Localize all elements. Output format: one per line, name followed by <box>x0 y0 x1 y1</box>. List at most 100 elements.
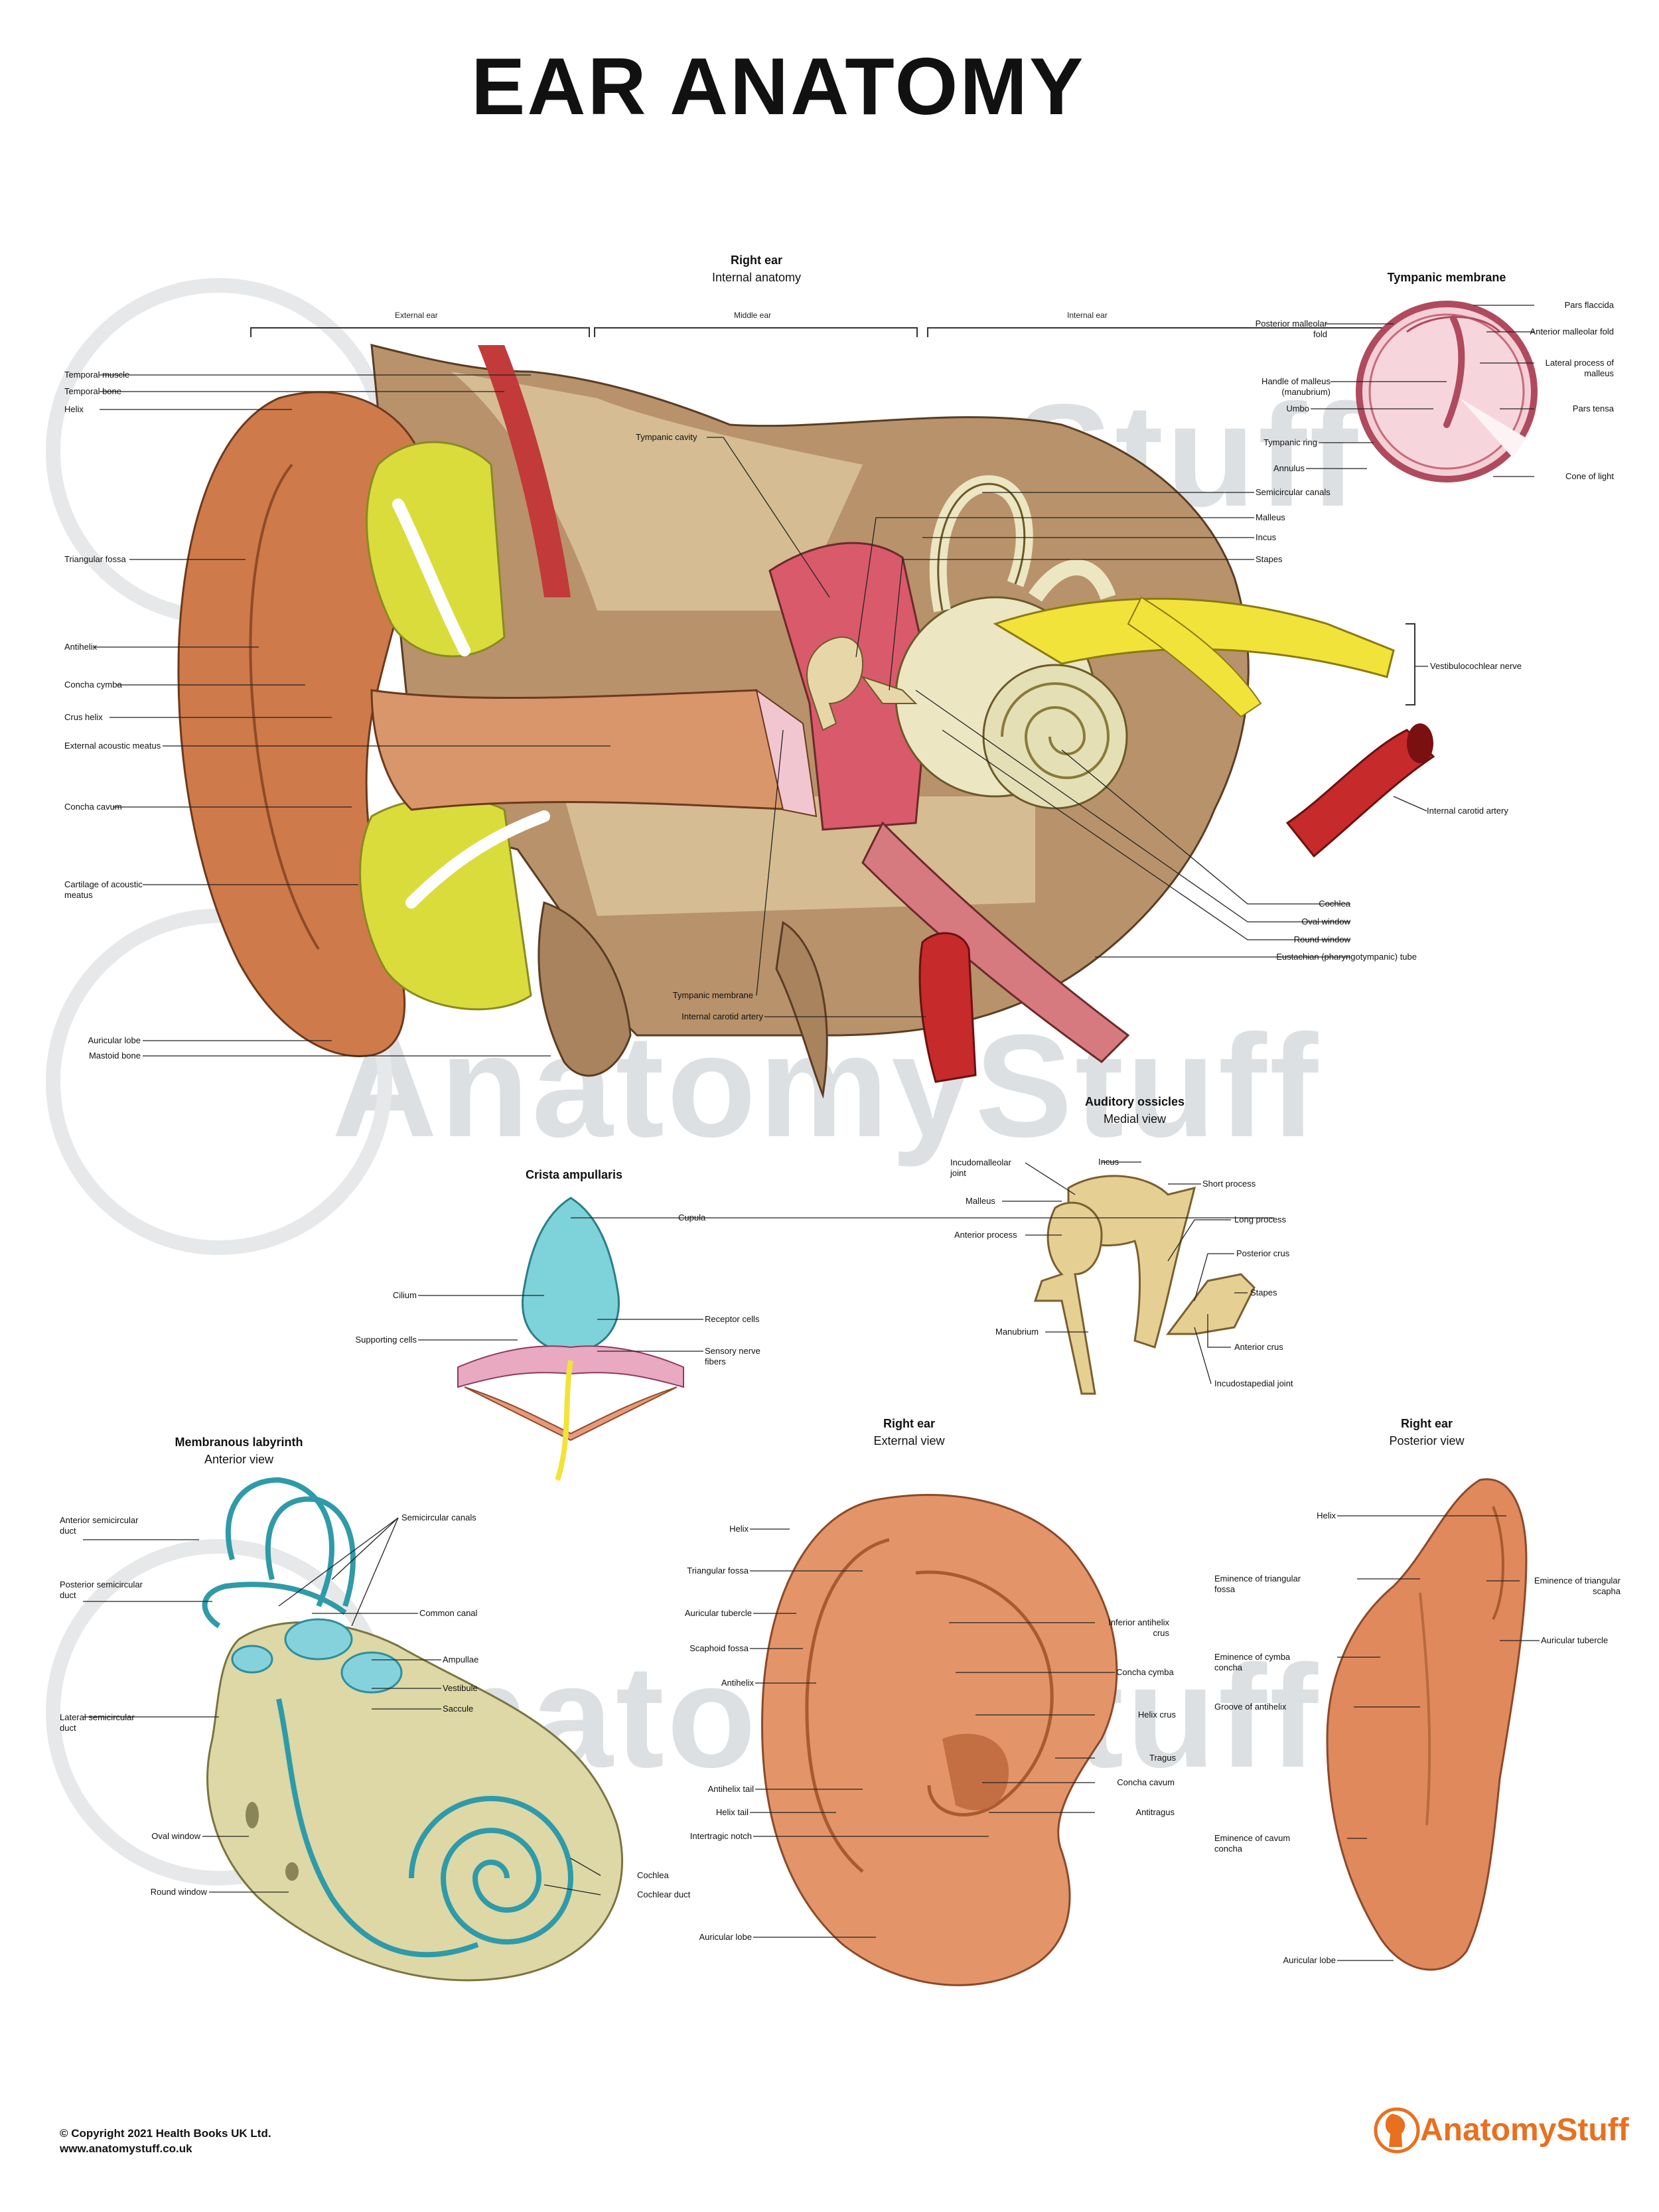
label-ext-triangular-fossa: Triangular fossa <box>687 1566 749 1576</box>
posterior-view-subtitle: Posterior view <box>1389 1434 1465 1447</box>
label-cochlea-labyrinth: Cochlea <box>637 1870 669 1880</box>
label-cochlear-duct: Cochlear duct <box>637 1889 691 1899</box>
footer-url[interactable]: www.anatomystuff.co.uk <box>60 2142 192 2155</box>
label-oval-window: Oval window <box>1301 917 1350 926</box>
label-semicircular-canals-labyrinth: Semicircular canals <box>401 1512 476 1522</box>
label-auricular-lobe: Auricular lobe <box>88 1035 141 1045</box>
label-posterior-semicircular-duct: Posterior semicircular duct <box>60 1580 143 1600</box>
label-temporal-bone: Temporal bone <box>64 386 121 396</box>
label-helix: Helix <box>64 404 84 414</box>
label-post-auricular-tubercle: Auricular tubercle <box>1541 1635 1609 1645</box>
label-ext-intertragic-notch: Intertragic notch <box>689 1831 752 1841</box>
label-ext-tragus: Tragus <box>1149 1753 1176 1763</box>
label-short-process: Short process <box>1202 1179 1256 1189</box>
label-ext-concha-cymba: Concha cymba <box>1116 1667 1174 1677</box>
label-incudostapedial-joint: Incudostapedial joint <box>1214 1378 1293 1388</box>
label-stapes: Stapes <box>1256 554 1283 564</box>
section-external-ear: External ear <box>395 311 438 320</box>
label-concha-cymba: Concha cymba <box>64 680 122 690</box>
label-oval-window-labyrinth: Oval window <box>151 1831 200 1841</box>
label-annulus: Annulus <box>1273 463 1305 473</box>
label-posterior-malleolar-fold: Posterior malleolar fold <box>1255 319 1327 339</box>
page-title: EAR ANATOMY <box>471 41 1086 131</box>
internal-anatomy-art <box>177 344 1435 1099</box>
label-ext-concha-cavum: Concha cavum <box>1117 1777 1175 1787</box>
internal-subtitle: Internal anatomy <box>711 271 802 284</box>
label-internal-carotid-artery: Internal carotid artery <box>1427 806 1508 816</box>
label-ampullae: Ampullae <box>443 1655 479 1664</box>
label-triangular-fossa: Triangular fossa <box>64 554 126 564</box>
label-incudomalleolar-joint: Incudomalleolar joint <box>950 1157 1011 1178</box>
posterior-view-title: Right ear <box>1400 1417 1453 1430</box>
label-round-window: Round window <box>1293 934 1350 944</box>
label-incus-ossicle: Incus <box>1098 1157 1119 1167</box>
external-view-subtitle: External view <box>873 1434 945 1447</box>
external-view-ear-art <box>761 1494 1118 1986</box>
footer-logo: AnatomyStuff <box>1420 2112 1629 2148</box>
label-malleus: Malleus <box>1256 512 1285 522</box>
label-incus: Incus <box>1256 532 1277 542</box>
label-tympanic-ring: Tympanic ring <box>1263 437 1317 447</box>
internal-title: Right ear <box>730 254 782 267</box>
label-post-helix: Helix <box>1317 1511 1336 1520</box>
crista-ampullaris-art <box>457 1197 684 1481</box>
label-mastoid-bone: Mastoid bone <box>88 1051 141 1061</box>
label-concha-cavum: Concha cavum <box>64 802 122 812</box>
posterior-view-ear-art <box>1326 1478 1528 1971</box>
label-anterior-process: Anterior process <box>954 1230 1017 1240</box>
label-ext-auricular-tubercle: Auricular tubercle <box>684 1608 752 1618</box>
label-ext-antihelix-tail: Antihelix tail <box>707 1784 754 1794</box>
label-posterior-crus: Posterior crus <box>1236 1248 1290 1258</box>
label-cone-of-light: Cone of light <box>1565 471 1614 481</box>
label-round-window-labyrinth: Round window <box>150 1887 207 1897</box>
section-middle-ear: Middle ear <box>734 311 772 320</box>
label-internal-carotid-artery-lower: Internal carotid artery <box>682 1011 763 1021</box>
crista-title: Crista ampullaris <box>525 1168 623 1181</box>
label-anterior-semicircular-duct: Anterior semicircular duct <box>60 1515 139 1536</box>
label-temporal-muscle: Temporal muscle <box>64 370 130 380</box>
label-post-eminence-triangular-fossa: Eminence of triangular fossa <box>1214 1574 1301 1594</box>
label-umbo: Umbo <box>1286 404 1309 413</box>
label-pars-flaccida: Pars flaccida <box>1564 300 1614 310</box>
label-long-process: Long process <box>1234 1215 1287 1224</box>
label-lateral-semicircular-duct: Lateral semicircular duct <box>60 1712 135 1733</box>
label-vestibule: Vestibule <box>443 1683 478 1693</box>
membranous-labyrinth-art <box>202 1477 623 1982</box>
ossicles-subtitle: Medial view <box>1103 1112 1167 1126</box>
label-stapes-ossicle: Stapes <box>1250 1288 1277 1297</box>
label-tympanic-cavity: Tympanic cavity <box>636 432 697 442</box>
section-internal-ear: Internal ear <box>1067 311 1108 320</box>
label-saccule: Saccule <box>443 1704 474 1714</box>
label-anterior-malleolar-fold: Anterior malleolar fold <box>1530 327 1614 336</box>
label-post-eminence-cymba-concha: Eminence of cymba concha <box>1214 1652 1291 1672</box>
label-ext-auricular-lobe: Auricular lobe <box>699 1932 753 1942</box>
label-eustachian-tube: Eustachian (pharyngotympanic) tube <box>1276 952 1417 962</box>
external-view-title: Right ear <box>883 1417 935 1430</box>
labyrinth-title: Membranous labyrinth <box>175 1436 303 1449</box>
label-external-acoustic-meatus: External acoustic meatus <box>64 741 161 751</box>
label-ext-inferior-antihelix-crus: Inferior antihelix crus <box>1108 1617 1169 1638</box>
label-post-eminence-triangular-scapha: Eminence of triangular scapha <box>1534 1576 1621 1596</box>
label-common-canal: Common canal <box>419 1608 478 1618</box>
label-manubrium: Manubrium <box>995 1327 1039 1337</box>
label-handle-of-malleus: Handle of malleus (manubrium) <box>1261 376 1331 397</box>
label-supporting-cells: Supporting cells <box>355 1335 417 1345</box>
auditory-ossicles-art <box>1033 1175 1256 1395</box>
label-cartilage-acoustic-meatus: Cartilage of acoustic meatus <box>64 879 143 900</box>
label-sensory-nerve-fibers: Sensory nerve fibers <box>705 1346 760 1366</box>
label-post-groove-antihelix: Groove of antihelix <box>1214 1702 1287 1712</box>
leader-lines <box>83 305 1540 1961</box>
label-ext-helix: Helix <box>729 1524 749 1534</box>
label-cupula: Cupula <box>678 1213 706 1222</box>
label-post-eminence-cavum-concha: Eminence of cavum concha <box>1214 1833 1291 1854</box>
label-vestibulocochlear-nerve: Vestibulocochlear nerve <box>1430 661 1522 671</box>
label-semicircular-canals: Semicircular canals <box>1256 487 1331 497</box>
label-cochlea: Cochlea <box>1319 899 1350 909</box>
label-ext-antitragus: Antitragus <box>1135 1807 1175 1817</box>
tympanic-membrane-art <box>1356 301 1538 482</box>
ossicles-title: Auditory ossicles <box>1084 1095 1185 1108</box>
label-ext-scaphoid-fossa: Scaphoid fossa <box>689 1643 749 1653</box>
label-malleus-ossicle: Malleus <box>966 1196 995 1206</box>
footer-copyright: © Copyright 2021 Health Books UK Ltd. <box>60 2127 271 2140</box>
